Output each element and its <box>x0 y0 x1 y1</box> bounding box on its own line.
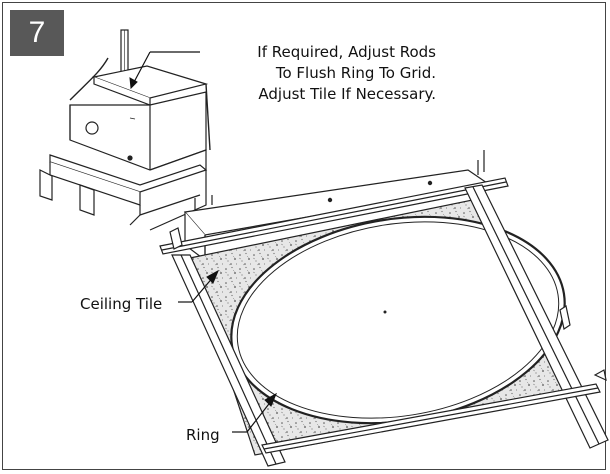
grid-rail-bottom <box>261 383 601 454</box>
ring-inner <box>236 221 560 419</box>
grid-rail-left <box>171 254 286 467</box>
panel-hole <box>85 121 99 135</box>
note-leader <box>129 51 200 90</box>
note-line-1: If Required, Adjust Rods <box>257 43 436 61</box>
tile-leader <box>178 269 220 303</box>
grid-rail-top <box>159 177 509 255</box>
inset-detail <box>39 29 211 231</box>
main-assembly <box>159 150 609 467</box>
adjust-rods-note: If Required, Adjust Rods To Flush Ring T… <box>200 42 436 112</box>
ceiling-tile-label: Ceiling Tile <box>80 295 163 313</box>
step-number-badge: 7 <box>10 10 64 56</box>
grid-rail-right <box>464 184 609 449</box>
ring-label: Ring <box>186 426 220 444</box>
note-line-3: Adjust Tile If Necessary. <box>258 85 436 103</box>
ring-leader <box>232 392 278 433</box>
note-line-2: To Flush Ring To Grid. <box>275 64 436 82</box>
